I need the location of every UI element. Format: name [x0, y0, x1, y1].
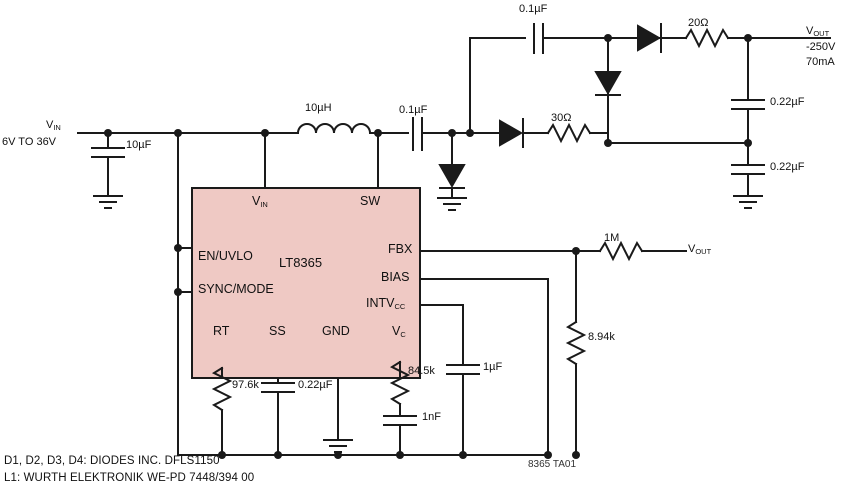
- pin-label-ss: SS: [269, 324, 286, 338]
- pin-label-rt: RT: [213, 324, 230, 338]
- label-r20-value: 20Ω: [688, 17, 709, 29]
- pin-label-sw: SW: [360, 194, 381, 208]
- resistor-rfb2: [565, 320, 587, 366]
- label-r30-value: 30Ω: [551, 112, 572, 124]
- footnote-inductor: L1: WURTH ELEKTRONIK WE-PD 7448/394 00: [4, 472, 255, 484]
- footnote-diodes: D1, D2, D3, D4: DIODES INC. DFLS1150: [4, 455, 220, 467]
- resistor-rt: [211, 366, 233, 412]
- diode-d2-body: [499, 119, 524, 147]
- label-rc-value: 84.5k: [408, 365, 435, 377]
- pin-label-bias: BIAS: [381, 270, 410, 284]
- label-vin: VIN: [46, 119, 61, 132]
- label-vin-range: 6V TO 36V: [2, 136, 57, 148]
- resistor-r30: [546, 122, 592, 144]
- pin-label-sync-mode: SYNC/MODE: [198, 282, 274, 296]
- junction-dots: [104, 34, 752, 459]
- label-co2-value: 0.22µF: [770, 161, 805, 173]
- label-l1-value: 10µH: [305, 102, 332, 114]
- label-co1-value: 0.22µF: [770, 96, 805, 108]
- pin-label-intvcc: INTVCC: [366, 296, 406, 311]
- label-ctop-value: 0.1µF: [519, 3, 548, 15]
- diode-d4-body: [637, 24, 662, 52]
- chip-name: LT8365: [279, 255, 323, 270]
- ic-body: [191, 187, 421, 379]
- pin-label-vc: VC: [392, 324, 406, 339]
- resistor-rfb1: [598, 240, 644, 262]
- label-vout: VOUT: [806, 25, 830, 38]
- pin-label-vin: VIN: [252, 194, 268, 209]
- label-css-value: 0.22µF: [298, 379, 333, 391]
- inductor-l1: [296, 123, 372, 135]
- label-vout-fb: VOUT: [688, 243, 712, 256]
- label-vout-current: 70mA: [806, 56, 835, 68]
- pin-label-fbx: FBX: [388, 242, 413, 256]
- label-vout-value: -250V: [806, 41, 836, 53]
- label-rfb1-value: 1M: [604, 232, 620, 244]
- label-cc-value: 1nF: [422, 411, 441, 423]
- pin-label-en-uvlo: EN/UVLO: [198, 249, 253, 263]
- diode-d1-body: [438, 164, 466, 189]
- resistor-r20: [684, 27, 730, 49]
- label-csw-value: 0.1µF: [399, 104, 428, 116]
- label-cvcc-value: 1µF: [483, 361, 503, 373]
- label-net-annotation: 8365 TA01: [528, 459, 577, 470]
- label-cin-value: 10µF: [126, 139, 152, 151]
- label-rt-value: 97.6k: [232, 379, 259, 391]
- diode-d3-body: [594, 71, 622, 96]
- label-rfb2-value: 8.94k: [588, 331, 615, 343]
- resistor-rc: [389, 360, 411, 406]
- pin-label-gnd: GND: [322, 324, 350, 338]
